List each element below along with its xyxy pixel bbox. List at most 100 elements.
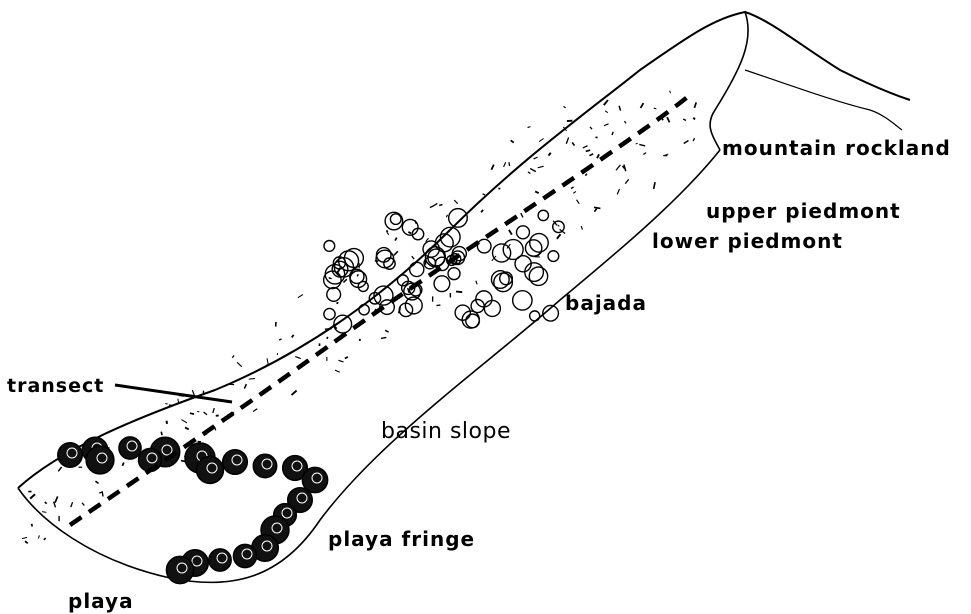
- ground-speck: [387, 233, 388, 235]
- ground-speck: [594, 209, 596, 212]
- shrub-cover: [324, 209, 565, 333]
- ground-speck: [436, 305, 440, 306]
- bajada-shrub: [525, 240, 541, 256]
- ground-speck: [572, 142, 574, 145]
- ground-speck: [267, 358, 268, 364]
- bajada-shrub: [471, 300, 484, 313]
- ground-speck: [71, 502, 73, 507]
- ground-speck: [654, 108, 657, 109]
- ground-speck: [454, 200, 457, 203]
- ground-speck: [412, 256, 414, 259]
- ground-speck: [534, 157, 538, 159]
- ground-speck: [590, 127, 592, 129]
- transect-pointer-line: [115, 385, 232, 402]
- ground-speck: [55, 496, 58, 502]
- ground-speck: [549, 153, 551, 156]
- ground-speck: [204, 412, 207, 415]
- ground-speck: [583, 146, 588, 148]
- ground-speck: [577, 200, 580, 204]
- ground-speck: [573, 191, 576, 193]
- ground-speck: [558, 225, 559, 226]
- ground-speck: [44, 538, 46, 540]
- label-basin-slope: basin slope: [381, 419, 511, 444]
- label-transect: transect: [7, 375, 104, 397]
- ground-speck: [625, 179, 628, 183]
- ground-speck: [670, 91, 671, 94]
- fringe-shrub: [209, 549, 231, 571]
- fringe-shrub: [86, 446, 114, 474]
- bajada-shrub: [548, 251, 559, 262]
- bajada-shrub: [525, 263, 544, 282]
- ground-speck: [338, 360, 343, 362]
- ground-speck: [298, 295, 303, 298]
- ground-speck: [249, 379, 255, 380]
- ground-speck: [481, 210, 483, 213]
- bajada-shrub: [410, 262, 424, 276]
- bajada-shrub: [494, 273, 513, 292]
- label-upper-piedmont: upper piedmont: [706, 199, 901, 223]
- fringe-shrub: [233, 544, 256, 567]
- ground-speck: [244, 384, 246, 388]
- ground-speck: [528, 127, 531, 128]
- ground-speck: [253, 409, 257, 412]
- ground-speck: [82, 503, 84, 506]
- ground-speck: [232, 355, 234, 357]
- ground-speck: [643, 153, 646, 155]
- ground-speck: [528, 172, 530, 174]
- ground-speck: [197, 411, 199, 412]
- ground-speck: [604, 124, 609, 126]
- ground-speck: [617, 189, 619, 194]
- ground-speck: [291, 391, 296, 396]
- ground-speck: [566, 137, 568, 143]
- ground-speck: [446, 215, 447, 217]
- ground-speck: [30, 494, 35, 498]
- ground-speck: [185, 427, 189, 429]
- bajada-shrub: [359, 305, 369, 315]
- ground-speck: [430, 206, 432, 207]
- ground-speck: [619, 106, 620, 111]
- ground-speck: [535, 191, 538, 193]
- ground-speck: [335, 370, 340, 372]
- ground-speck: [667, 117, 669, 122]
- ground-speck: [654, 182, 655, 189]
- ground-speck: [38, 535, 39, 538]
- ground-speck: [95, 481, 98, 483]
- fringe-shrub: [119, 437, 141, 459]
- mountain-ridge: [710, 12, 748, 150]
- ground-speck: [161, 432, 162, 435]
- ground-speck: [343, 279, 346, 282]
- bajada-shrub: [477, 239, 491, 253]
- ground-speck: [329, 278, 332, 279]
- ground-speck: [639, 144, 645, 145]
- ground-speck: [237, 362, 242, 366]
- ground-speck: [538, 166, 544, 167]
- ground-speck: [395, 238, 397, 241]
- bajada-shrub: [327, 288, 341, 302]
- ground-speck: [381, 337, 386, 338]
- landform-front-edge: [18, 150, 720, 582]
- ground-speck: [439, 205, 442, 206]
- ground-speck: [491, 165, 493, 170]
- bajada-shrub: [376, 250, 394, 268]
- ground-speck: [387, 230, 388, 232]
- ground-speck: [589, 154, 593, 156]
- ground-speck: [636, 143, 638, 144]
- ground-speck: [45, 502, 47, 504]
- ground-speck: [408, 288, 409, 293]
- ground-speck: [694, 102, 696, 108]
- ground-speck: [521, 213, 523, 217]
- ground-speck: [594, 207, 600, 208]
- ground-speck: [99, 492, 102, 493]
- ground-speck: [432, 203, 438, 206]
- ground-speck: [581, 226, 582, 230]
- bajada-shrub: [553, 221, 564, 232]
- bajada-shrub: [390, 214, 401, 225]
- ground-speck: [385, 330, 388, 332]
- fringe-shrub: [58, 443, 82, 467]
- label-bajada: bajada: [565, 291, 647, 315]
- ground-speck: [357, 274, 358, 276]
- label-mountain-rockland: mountain rockland: [722, 136, 951, 160]
- ground-speck: [394, 251, 398, 255]
- ground-speck: [408, 232, 411, 234]
